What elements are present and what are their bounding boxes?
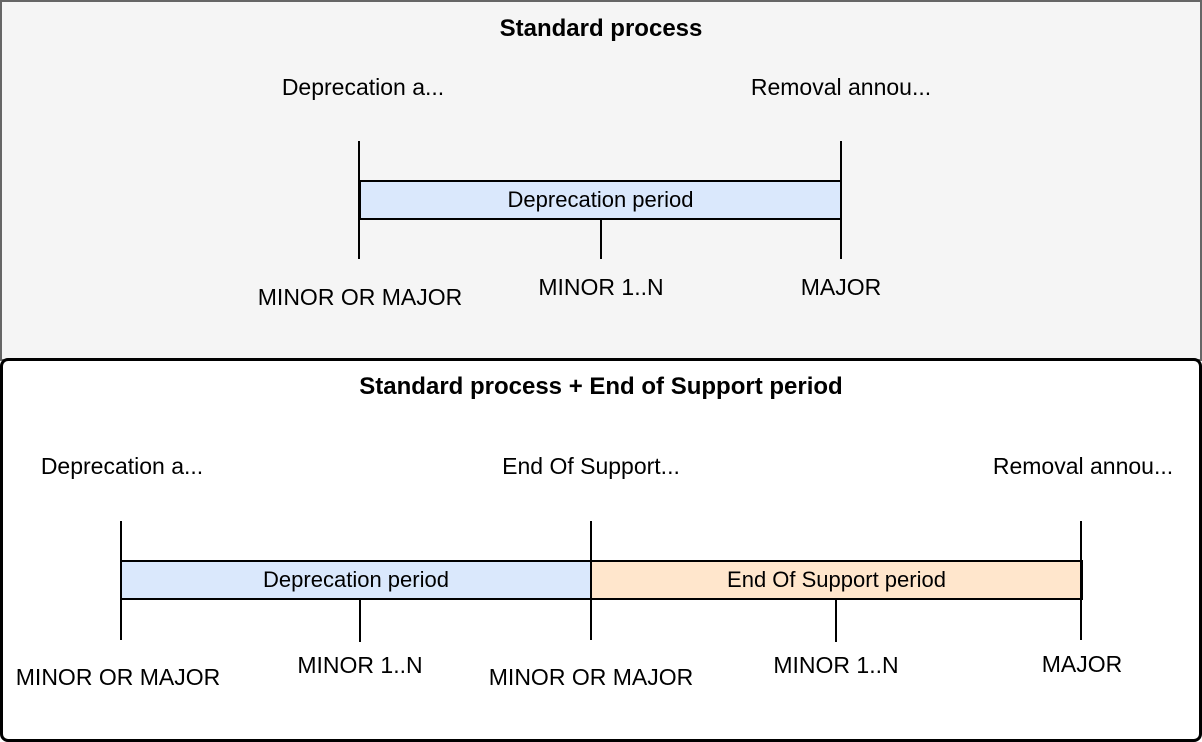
- milestone-label-end-of-support: End Of Support...: [502, 453, 680, 479]
- deprecation-period-bar-label: Deprecation period: [507, 187, 694, 212]
- version-label-minor-1n: MINOR 1..N: [538, 274, 664, 300]
- timeline2-tick-middle: [590, 521, 592, 640]
- end-of-support-period-bar: End Of Support period: [590, 560, 1083, 600]
- timeline-tick-start: [358, 141, 360, 259]
- timeline2-tick-minor2: [835, 600, 837, 642]
- milestone-label-deprecation-announcement: Deprecation a...: [281, 74, 445, 100]
- deprecation-period-bar: Deprecation period: [359, 180, 842, 220]
- standard-process-title: Standard process: [499, 15, 703, 42]
- deprecation-period-bar-2-label: Deprecation period: [263, 567, 449, 592]
- version-label-major: MAJOR: [800, 274, 882, 300]
- milestone-label-deprecation-announcement-2: Deprecation a...: [40, 453, 204, 479]
- version2-label-minor-1n-1: MINOR 1..N: [297, 652, 423, 678]
- deprecation-period-bar-2: Deprecation period: [120, 560, 592, 600]
- milestone-label-removal-announcement-2: Removal annou...: [992, 453, 1174, 479]
- timeline2-tick-minor1: [359, 600, 361, 642]
- version2-label-minor-or-major-2: MINOR OR MAJOR: [488, 664, 694, 690]
- version2-label-major: MAJOR: [1041, 651, 1123, 677]
- timeline-tick-middle: [600, 219, 602, 259]
- timeline-tick-end: [840, 141, 842, 259]
- version-label-minor-or-major: MINOR OR MAJOR: [257, 284, 463, 310]
- standard-process-eos-panel: [0, 358, 1202, 742]
- timeline2-tick-start: [120, 521, 122, 640]
- version2-label-minor-or-major-1: MINOR OR MAJOR: [15, 664, 221, 690]
- version2-label-minor-1n-2: MINOR 1..N: [773, 652, 899, 678]
- end-of-support-period-bar-label: End Of Support period: [727, 567, 946, 592]
- timeline2-tick-end: [1080, 521, 1082, 640]
- standard-process-eos-title: Standard process + End of Support period: [359, 373, 843, 400]
- milestone-label-removal-announcement: Removal annou...: [750, 74, 932, 100]
